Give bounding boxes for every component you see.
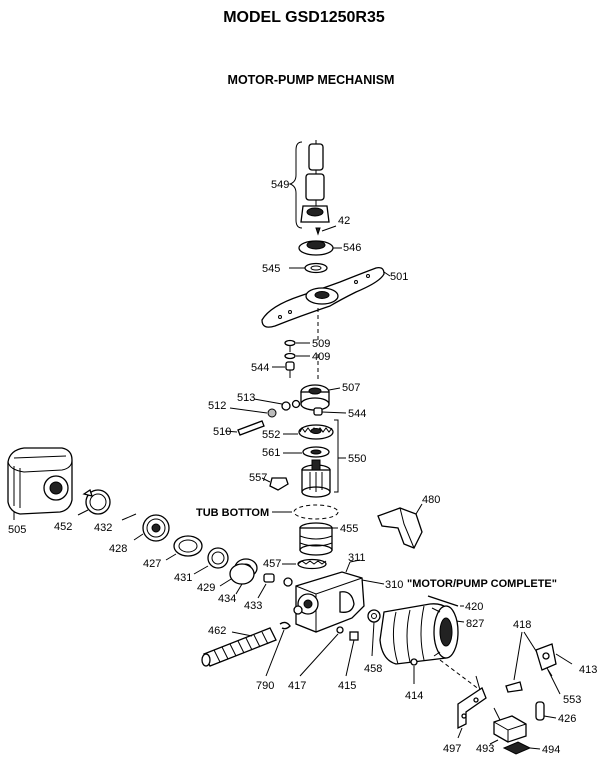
part-label-431: 431: [174, 572, 192, 584]
part-557-clip: [261, 477, 289, 491]
part-label-418: 418: [513, 619, 531, 631]
part-label-432: 432: [94, 522, 112, 534]
part-label-790: 790: [256, 680, 274, 692]
part-512-gear: [229, 407, 277, 418]
part-510-shaft: [224, 420, 265, 436]
part-452-clamp: [77, 488, 111, 516]
tub-bottom-note: TUB BOTTOM: [196, 507, 269, 519]
part-label-480: 480: [422, 494, 440, 506]
part-415-fitting: [345, 631, 359, 677]
part-433-nut: [257, 573, 293, 599]
part-507-hub: [300, 384, 341, 411]
part-label-434: 434: [218, 593, 236, 605]
part-label-415: 415: [338, 680, 356, 692]
part-426-pin: [535, 701, 557, 721]
part-label-546: 546: [343, 242, 361, 254]
part-414-screw: [410, 658, 418, 684]
part-label-512: 512: [208, 400, 226, 412]
part-label-458: 458: [364, 663, 382, 675]
model-title: MODEL GSD1250R35: [223, 9, 385, 26]
part-544-grommet-upper: [272, 361, 295, 378]
part-544-grommet-lower: [313, 407, 347, 416]
part-494-foot: [502, 741, 541, 755]
part-label-457: 457: [263, 558, 281, 570]
part-501-spray-arm: [261, 266, 391, 328]
part-418-switch: [505, 631, 573, 695]
part-label-550: 550: [348, 453, 366, 465]
part-label-561: 561: [262, 447, 280, 459]
part-label-505: 505: [8, 524, 26, 536]
part-label-557: 557: [249, 472, 267, 484]
part-label-549: 549: [271, 179, 289, 191]
part-label-42: 42: [338, 215, 350, 227]
part-311-pump-body: [293, 559, 365, 633]
part-label-311: 311: [348, 552, 366, 564]
part-label-428: 428: [109, 543, 127, 555]
part-label-417: 417: [288, 680, 306, 692]
part-label-501: 501: [390, 271, 408, 283]
part-417-screw: [299, 626, 344, 677]
part-label-827: 827: [466, 618, 484, 630]
part-545-washer: [289, 262, 328, 274]
part-label-429: 429: [197, 582, 215, 594]
part-420-bolt: [427, 595, 464, 607]
part-label-544-upper: 544: [251, 362, 269, 374]
part-label-420: 420: [465, 601, 483, 613]
part-462-drain-hose: [201, 627, 277, 667]
part-label-414: 414: [405, 690, 423, 702]
part-label-544-lower: 544: [348, 408, 366, 420]
part-455-seal: [299, 522, 338, 556]
part-458-washer: [367, 609, 381, 657]
part-509-screw: [284, 339, 310, 352]
part-42-screw: [315, 225, 337, 236]
part-790-clip: [265, 621, 291, 677]
part-label-493: 493: [476, 743, 494, 755]
part-label-553: 553: [563, 694, 581, 706]
part-label-310: 310: [385, 579, 403, 591]
part-480-bracket: [377, 503, 423, 549]
part-497-mount-bracket: [457, 675, 487, 739]
part-label-462: 462: [208, 625, 226, 637]
part-428-coupling: [133, 514, 170, 542]
part-431-ring: [193, 547, 229, 575]
part-493-block: [489, 707, 527, 745]
part-434-housing: [229, 563, 255, 595]
part-label-552: 552: [262, 429, 280, 441]
part-561-washer: [283, 446, 330, 458]
part-label-452: 452: [54, 521, 72, 533]
part-label-545: 545: [262, 263, 280, 275]
part-filter-housing: [301, 459, 331, 498]
part-label-426: 426: [558, 713, 576, 725]
part-546-cap: [298, 240, 342, 256]
part-label-433: 433: [244, 600, 262, 612]
part-409-washer: [284, 352, 310, 360]
part-549-tower: [288, 140, 330, 229]
part-label-413: 413: [579, 664, 597, 676]
part-427-ring: [165, 535, 203, 561]
part-513-fitting: [253, 398, 301, 411]
part-motor: [379, 603, 459, 665]
part-label-455: 455: [340, 523, 358, 535]
part-label-494: 494: [542, 744, 560, 756]
section-title: MOTOR-PUMP MECHANISM: [228, 73, 395, 87]
part-label-497: 497: [443, 743, 461, 755]
part-label-409: 409: [312, 351, 330, 363]
part-label-510: 510: [213, 426, 231, 438]
part-505-sump: [7, 447, 73, 520]
part-label-427: 427: [143, 558, 161, 570]
part-label-513: 513: [237, 392, 255, 404]
part-label-507: 507: [342, 382, 360, 394]
part-550-bracket: [334, 419, 346, 493]
motor-pump-complete-note: "MOTOR/PUMP COMPLETE": [407, 578, 557, 590]
part-552-gear: [283, 424, 334, 440]
part-457-gasket: [282, 558, 327, 570]
part-label-509: 509: [312, 338, 330, 350]
